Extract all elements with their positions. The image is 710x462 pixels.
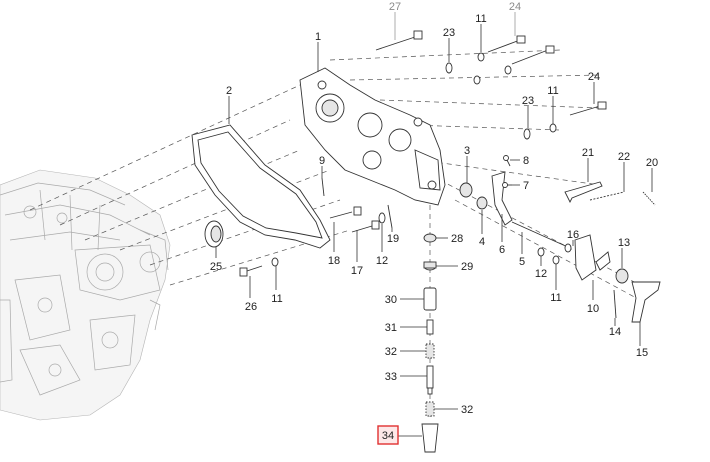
spring-22 — [589, 191, 625, 201]
bolt-17 — [351, 220, 380, 233]
pin-7 — [502, 182, 512, 188]
plunger-33 — [426, 365, 434, 395]
callout-11c[interactable]: 11 — [271, 293, 282, 305]
washer-11a — [477, 52, 485, 62]
washer-12b — [537, 247, 545, 257]
ring-29 — [423, 261, 437, 271]
callout-6[interactable]: 6 — [499, 244, 505, 256]
callout-32b[interactable]: 32 — [461, 404, 473, 416]
engine-block-illustration — [0, 169, 171, 421]
alignment-lines — [29, 49, 641, 420]
bolt-19 — [387, 204, 393, 229]
callout-26[interactable]: 26 — [245, 301, 257, 313]
bolt-24b — [511, 45, 555, 65]
callout-2[interactable]: 2 — [226, 85, 232, 97]
callout-11b[interactable]: 11 — [547, 85, 558, 97]
callout-28[interactable]: 28 — [451, 233, 463, 245]
pin-8 — [503, 155, 511, 167]
bolt-18 — [329, 206, 362, 219]
callout-5[interactable]: 5 — [519, 256, 525, 268]
bolt-9 — [321, 177, 325, 197]
callout-18[interactable]: 18 — [328, 255, 340, 267]
callout-21[interactable]: 21 — [582, 147, 594, 159]
callout-12b[interactable]: 12 — [535, 268, 547, 280]
washer-11c — [271, 257, 279, 267]
shaft-5 — [511, 221, 571, 249]
callout-labels: 27 1 23 11 24 24 23 11 2 9 3 8 7 21 22 2… — [210, 1, 658, 416]
callout-16[interactable]: 16 — [567, 229, 579, 241]
leader-lines — [215, 12, 653, 437]
callout-17[interactable]: 17 — [351, 265, 363, 277]
callout-9[interactable]: 9 — [319, 155, 325, 167]
callout-4[interactable]: 4 — [479, 236, 485, 248]
callout-22[interactable]: 22 — [618, 151, 630, 163]
callout-30[interactable]: 30 — [385, 294, 397, 306]
pin-31 — [426, 319, 434, 335]
selected-callout-34[interactable]: 34 — [377, 425, 399, 445]
callout-25[interactable]: 25 — [210, 261, 222, 273]
washer-23a — [445, 62, 453, 74]
callout-29[interactable]: 29 — [461, 261, 473, 273]
callout-31[interactable]: 31 — [385, 322, 397, 334]
seal-ring — [204, 220, 224, 248]
callout-24a[interactable]: 24 — [509, 1, 521, 13]
callout-1[interactable]: 1 — [315, 31, 321, 43]
cap-28 — [423, 233, 437, 243]
spring-20 — [642, 191, 656, 206]
callout-15[interactable]: 15 — [636, 347, 648, 359]
bushing-3 — [459, 182, 473, 198]
callout-32a[interactable]: 32 — [385, 346, 397, 358]
callout-3[interactable]: 3 — [464, 145, 470, 157]
callout-33[interactable]: 33 — [385, 371, 397, 383]
callout-7[interactable]: 7 — [523, 180, 529, 192]
washer-12 — [378, 212, 386, 224]
bolt-24a — [487, 35, 526, 53]
washer-11d — [552, 255, 560, 265]
callout-11d[interactable]: 11 — [550, 292, 561, 304]
callout-19[interactable]: 19 — [387, 233, 399, 245]
callout-27[interactable]: 27 — [389, 1, 401, 13]
long-bolt — [375, 30, 423, 51]
bushing-4 — [476, 196, 488, 210]
spring-32b — [425, 401, 435, 417]
arm-15 — [631, 281, 661, 323]
bolt-26 — [239, 265, 263, 277]
callout-13[interactable]: 13 — [618, 237, 630, 249]
callout-23b[interactable]: 23 — [522, 95, 534, 107]
lever-6 — [491, 171, 513, 226]
lever-10 — [574, 234, 611, 281]
sleeve-30 — [423, 287, 437, 311]
washer-11b — [549, 123, 557, 133]
callout-10[interactable]: 10 — [587, 303, 599, 315]
roller-13 — [615, 268, 629, 284]
spring-32a — [425, 343, 435, 359]
callout-23a[interactable]: 23 — [443, 27, 455, 39]
callout-24b[interactable]: 24 — [588, 71, 600, 83]
callout-14[interactable]: 14 — [609, 326, 621, 338]
pin-14 — [613, 289, 617, 319]
callout-8[interactable]: 8 — [523, 155, 529, 167]
callout-20[interactable]: 20 — [646, 157, 658, 169]
callout-11a[interactable]: 11 — [475, 13, 486, 25]
cap-34 — [421, 423, 439, 453]
svg-text:34: 34 — [382, 430, 394, 442]
bolt-24c — [569, 101, 607, 116]
arm-21 — [564, 181, 603, 204]
callout-12a[interactable]: 12 — [376, 255, 388, 267]
washer-23b — [523, 128, 531, 140]
timing-cover — [299, 67, 446, 206]
washer-16 — [564, 243, 572, 253]
